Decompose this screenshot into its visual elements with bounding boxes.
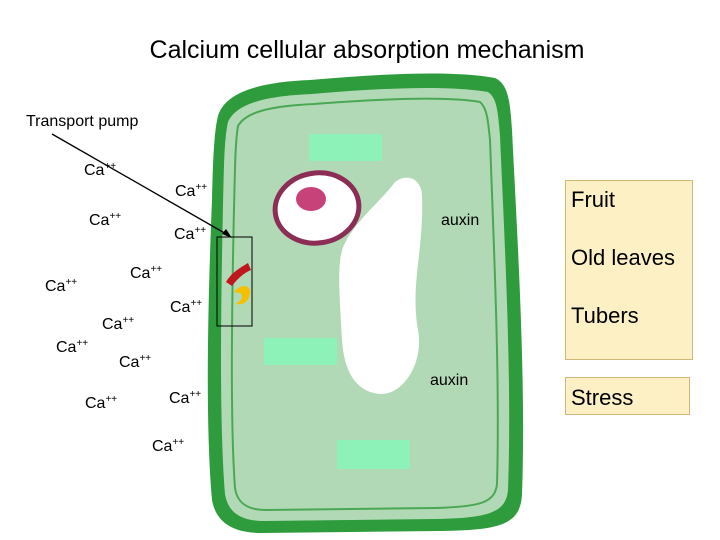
pointer-arrowhead <box>222 229 232 238</box>
auxin-label: auxin <box>441 212 480 229</box>
calcium-ion: Ca++ <box>152 437 185 455</box>
target-old-leaves: Old leaves <box>571 245 675 270</box>
calcium-ion: Ca++ <box>174 225 207 243</box>
calcium-ion: Ca++ <box>119 353 152 371</box>
diagram-title: Calcium cellular absorption mechanism <box>149 36 585 64</box>
vacuole <box>339 177 423 395</box>
nucleolus <box>296 187 326 211</box>
transport-pump-box <box>216 236 253 327</box>
transport-pump-pointer <box>51 133 229 236</box>
calcium-ion: Ca++ <box>84 161 117 179</box>
calcium-ion: Ca++ <box>56 338 89 356</box>
auxin-label: auxin <box>430 372 469 389</box>
calcium-ion: Ca++ <box>130 264 163 282</box>
calcium-ion: Ca++ <box>170 298 203 316</box>
pump-red-channel <box>226 263 251 286</box>
organelle-3 <box>337 440 410 469</box>
organelle-2 <box>264 338 337 365</box>
calcium-ion: Ca++ <box>89 211 122 229</box>
pump-yellow-channel <box>234 286 250 305</box>
calcium-ion: Ca++ <box>85 394 118 412</box>
organelle-1 <box>309 134 382 161</box>
plasma-membrane <box>230 97 499 512</box>
stress-box <box>565 377 690 415</box>
calcium-ion: Ca++ <box>102 315 135 333</box>
target-tubers: Tubers <box>571 303 639 328</box>
calcium-ion: Ca++ <box>45 277 78 295</box>
target-stress: Stress <box>571 385 634 410</box>
calcium-ion: Ca++ <box>169 389 202 407</box>
calcium-ion: Ca++ <box>175 182 208 200</box>
target-fruit: Fruit <box>571 187 615 212</box>
targets-box <box>565 180 693 360</box>
transport-pump-label: Transport pump <box>26 113 139 130</box>
